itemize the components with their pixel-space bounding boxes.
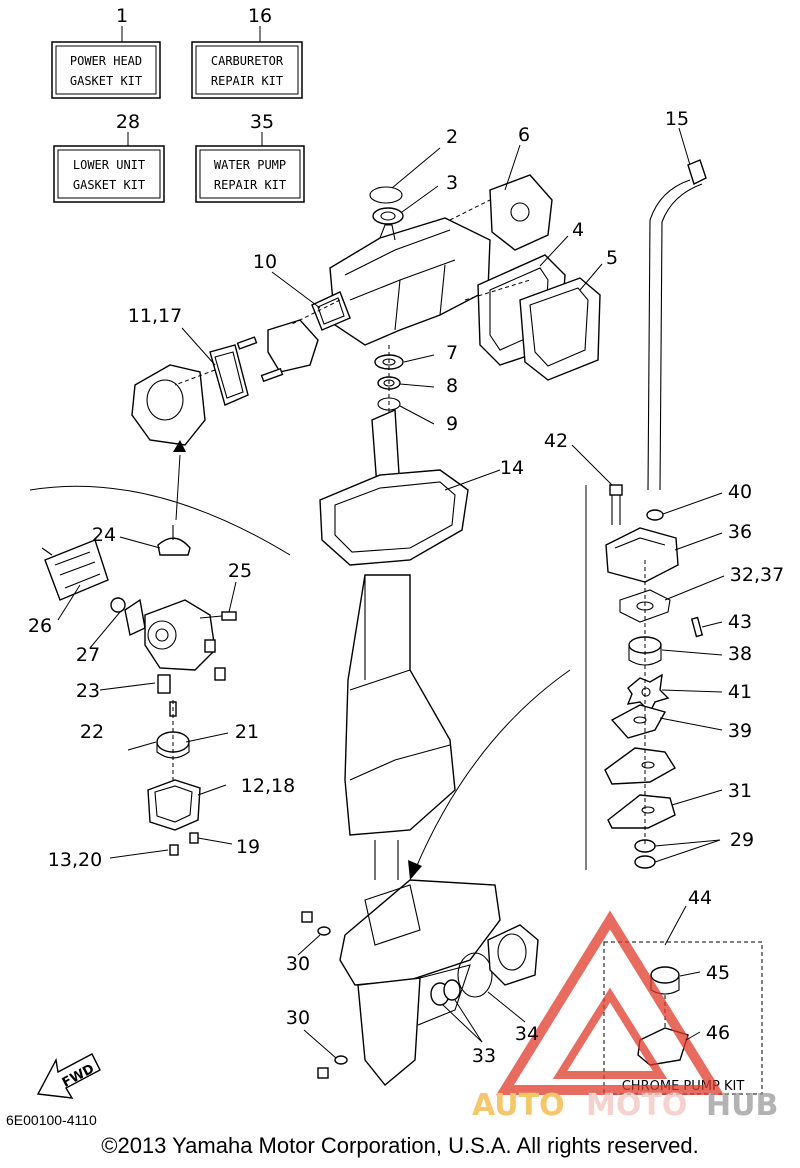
lower-unit-group [301,879,539,1086]
kit-number: 35 [250,111,274,133]
kit-line2: GASKET KIT [70,74,142,88]
callout-15: 15 [665,108,689,130]
callout-26: 26 [28,615,52,637]
kit-box-water-pump: 35 WATER PUMP REPAIR KIT [195,111,305,203]
callout-9: 9 [446,413,458,435]
power-head-group [131,174,601,446]
callout-33: 33 [472,1045,496,1067]
callout-24: 24 [92,524,116,546]
kit-line2: GASKET KIT [73,178,145,192]
callout-11-17: 11,17 [128,305,182,327]
callout-30-lower: 30 [286,1007,310,1029]
callout-46: 46 [706,1022,730,1044]
callout-36: 36 [728,521,752,543]
callout-38: 38 [728,643,752,665]
drawing-code: 6E00100-4110 [6,1112,97,1128]
callout-19: 19 [236,836,260,858]
callout-13-20: 13,20 [48,849,102,871]
copyright-notice: ©2013 Yamaha Motor Corporation, U.S.A. A… [101,1133,699,1158]
kit-number: 1 [116,5,128,27]
driveshaft-housing [319,408,469,880]
kit-line1: WATER PUMP [214,158,286,172]
callout-34: 34 [515,1023,539,1045]
callout-39: 39 [728,720,752,742]
svg-text:AUTO: AUTO [472,1088,565,1123]
kit-box-power-head: 1 POWER HEAD GASKET KIT [51,5,161,99]
callout-3: 3 [446,172,458,194]
water-pump-group [408,159,707,880]
callout-7: 7 [446,342,458,364]
fwd-arrow: FWD [36,1053,101,1099]
callout-12-18: 12,18 [241,775,295,797]
callout-32-37: 32,37 [730,564,784,586]
callout-27: 27 [76,644,100,666]
callout-8: 8 [446,375,458,397]
callout-5: 5 [606,247,618,269]
callout-31: 31 [728,780,752,802]
kit-line1: CARBURETOR [211,54,284,68]
callout-10: 10 [253,251,277,273]
callout-41: 41 [728,681,752,703]
callout-2: 2 [446,126,458,148]
callout-23: 23 [76,680,100,702]
kit-number: 16 [248,5,272,27]
kit-box-carburetor: 16 CARBURETOR REPAIR KIT [191,5,303,99]
callout-25: 25 [228,560,252,582]
kit-line2: REPAIR KIT [211,74,283,88]
callout-45: 45 [706,962,730,984]
callout-44: 44 [688,887,712,909]
kit-line2: REPAIR KIT [214,178,286,192]
svg-text:MOTO: MOTO [586,1088,687,1123]
callout-labels: 2 3 4 5 6 7 8 9 10 11,17 14 15 24 25 26 … [28,108,784,1067]
kit-line1: POWER HEAD [70,54,142,68]
kit-box-lower-unit: 28 LOWER UNIT GASKET KIT [53,111,165,203]
watermark-logo: AUTO MOTO HUB [472,910,778,1123]
callout-40: 40 [728,481,752,503]
callout-30-upper: 30 [286,953,310,975]
callout-42: 42 [544,430,568,452]
callout-22: 22 [80,721,104,743]
kit-number: 28 [116,111,140,133]
callout-21: 21 [235,721,259,743]
callout-14: 14 [500,457,524,479]
callout-43: 43 [728,611,752,633]
carburetor-group [29,485,291,856]
svg-text:HUB: HUB [706,1088,778,1123]
callout-29: 29 [730,829,754,851]
callout-4: 4 [572,219,584,241]
kit-line1: LOWER UNIT [73,158,145,172]
callout-6: 6 [518,124,530,146]
leader-lines [57,127,725,1059]
